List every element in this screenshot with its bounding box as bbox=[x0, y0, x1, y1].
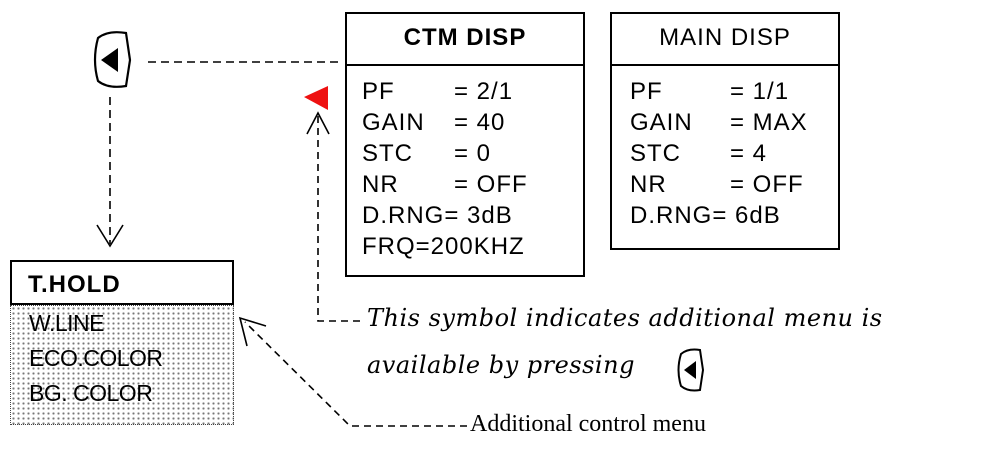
main-row-stc: STC= 4 bbox=[630, 140, 768, 167]
symbol-note-line2: available by pressing bbox=[367, 351, 635, 379]
ctm-disp-body: PF= 2/1 GAIN= 40 STC= 0 NR= OFF D.RNG= 3… bbox=[347, 66, 583, 262]
ctm-row-stc: STC= 0 bbox=[362, 140, 492, 167]
main-disp-body: PF= 1/1 GAIN= MAX STC= 4 NR= OFF D.RNG= … bbox=[612, 66, 838, 231]
red-triangle-icon bbox=[304, 86, 328, 110]
thold-additional-menu: W.LINE ECO.COLOR BG. COLOR bbox=[10, 305, 234, 425]
thold-item-bg-color[interactable]: BG. COLOR bbox=[29, 380, 153, 406]
inline-left-arrow-key-icon bbox=[677, 348, 705, 392]
note-to-triangle-dashed-line bbox=[317, 116, 360, 322]
ctm-row-gain: GAIN= 40 bbox=[362, 109, 506, 136]
main-disp-panel: MAIN DISP PF= 1/1 GAIN= MAX STC= 4 NR= O… bbox=[610, 12, 840, 250]
ctm-row-frq: FRQ=200KHZ bbox=[362, 233, 525, 260]
ctm-disp-panel: CTM DISP PF= 2/1 GAIN= 40 STC= 0 NR= OFF… bbox=[345, 12, 585, 277]
main-row-drng: D.RNG= 6dB bbox=[630, 202, 781, 229]
thold-item-wline[interactable]: W.LINE bbox=[29, 310, 104, 336]
diagonal-arrowhead bbox=[238, 316, 267, 347]
additional-menu-caption: Additional control menu bbox=[470, 411, 706, 437]
down-arrowhead bbox=[96, 224, 124, 248]
main-disp-title: MAIN DISP bbox=[612, 14, 838, 66]
thold-item-eco-color[interactable]: ECO.COLOR bbox=[29, 345, 163, 371]
main-row-gain: GAIN= MAX bbox=[630, 109, 808, 136]
up-arrowhead bbox=[306, 111, 330, 135]
thold-menu: T.HOLD W.LINE ECO.COLOR BG. COLOR bbox=[10, 260, 234, 425]
symbol-note-line1: This symbol indicates additional menu is bbox=[367, 304, 883, 332]
ctm-row-nr: NR= OFF bbox=[362, 171, 528, 198]
caption-to-menu-dashed-line bbox=[244, 321, 467, 427]
thold-title[interactable]: T.HOLD bbox=[10, 260, 234, 305]
ctm-row-drng: D.RNG= 3dB bbox=[362, 202, 513, 229]
ctm-row-pf: PF= 2/1 bbox=[362, 78, 514, 105]
ctm-disp-title: CTM DISP bbox=[347, 14, 583, 66]
left-arrow-key-icon bbox=[93, 31, 132, 88]
main-row-pf: PF= 1/1 bbox=[630, 78, 790, 105]
main-row-nr: NR= OFF bbox=[630, 171, 804, 198]
